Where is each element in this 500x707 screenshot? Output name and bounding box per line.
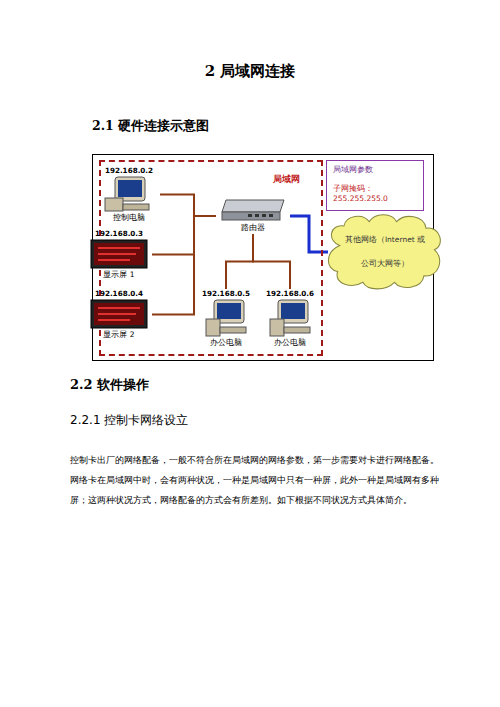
device-label: 显示屏 2 — [86, 329, 152, 340]
lan-cable — [152, 216, 216, 255]
parameter-value: 子网掩码：255.255.255.0 — [333, 184, 419, 204]
computer: 192.168.0.2 控制电脑 — [98, 166, 160, 223]
page-heading: 2 局域网连接 — [0, 62, 500, 81]
device-label: 路由器 — [216, 222, 290, 234]
display-screen: 192.168.0.3 显示屏 1 — [86, 229, 152, 280]
section-heading: 2.2 软件操作 — [70, 376, 149, 394]
subsection-heading: 2.2.1 控制卡网络设立 — [70, 412, 188, 429]
ip-address: 192.168.0.3 — [86, 229, 152, 239]
region-label: 局域网 — [273, 174, 300, 186]
screen-icon — [86, 299, 152, 329]
cloud-shape — [325, 213, 445, 291]
device-label: 办公电脑 — [262, 337, 318, 348]
ip-address: 192.168.0.4 — [86, 289, 152, 299]
pc-icon — [98, 176, 160, 212]
lan-cable — [160, 195, 216, 217]
section-heading: 2.1 硬件连接示意图 — [92, 118, 209, 135]
computer: 192.168.0.6 办公电脑 — [262, 289, 318, 348]
router-icon — [216, 198, 290, 222]
cloud-label: 其他网络（Internet 或公司大网等） — [344, 228, 426, 276]
device-label: 控制电脑 — [98, 212, 160, 223]
screen-icon — [86, 239, 152, 269]
device-label: 办公电脑 — [198, 337, 254, 348]
router: 路由器 — [216, 198, 290, 234]
body-paragraph: 控制卡出厂的网络配备，一般不符合所在局域网的网络参数，第一步需要对卡进行网络配备… — [70, 450, 440, 470]
parameter-heading: 局域网参数 — [333, 165, 419, 175]
office-icon — [198, 299, 254, 337]
lan-region: 局域网192.168.0.2控制电脑192.168.0.3显示屏 1192.16… — [99, 160, 323, 356]
device-label: 显示屏 1 — [86, 269, 152, 280]
ip-address: 192.168.0.2 — [98, 166, 160, 176]
display-screen: 192.168.0.4 显示屏 2 — [86, 289, 152, 340]
computer: 192.168.0.5 办公电脑 — [198, 289, 254, 348]
network-cloud: 其他网络（Internet 或公司大网等） — [328, 216, 442, 288]
lan-cable — [152, 216, 216, 315]
ip-address: 192.168.0.6 — [262, 289, 318, 299]
lan-cable — [226, 234, 253, 289]
lan-cable — [253, 234, 290, 289]
office-icon — [262, 299, 318, 337]
parameter-box: 局域网参数子网掩码：255.255.255.0 — [326, 160, 424, 211]
body-paragraph: 网络卡在局域网中时，会有两种状况，一种是局域网中只有一种屏，此外一种是局域网有多… — [70, 470, 440, 510]
ip-address: 192.168.0.5 — [198, 289, 254, 299]
